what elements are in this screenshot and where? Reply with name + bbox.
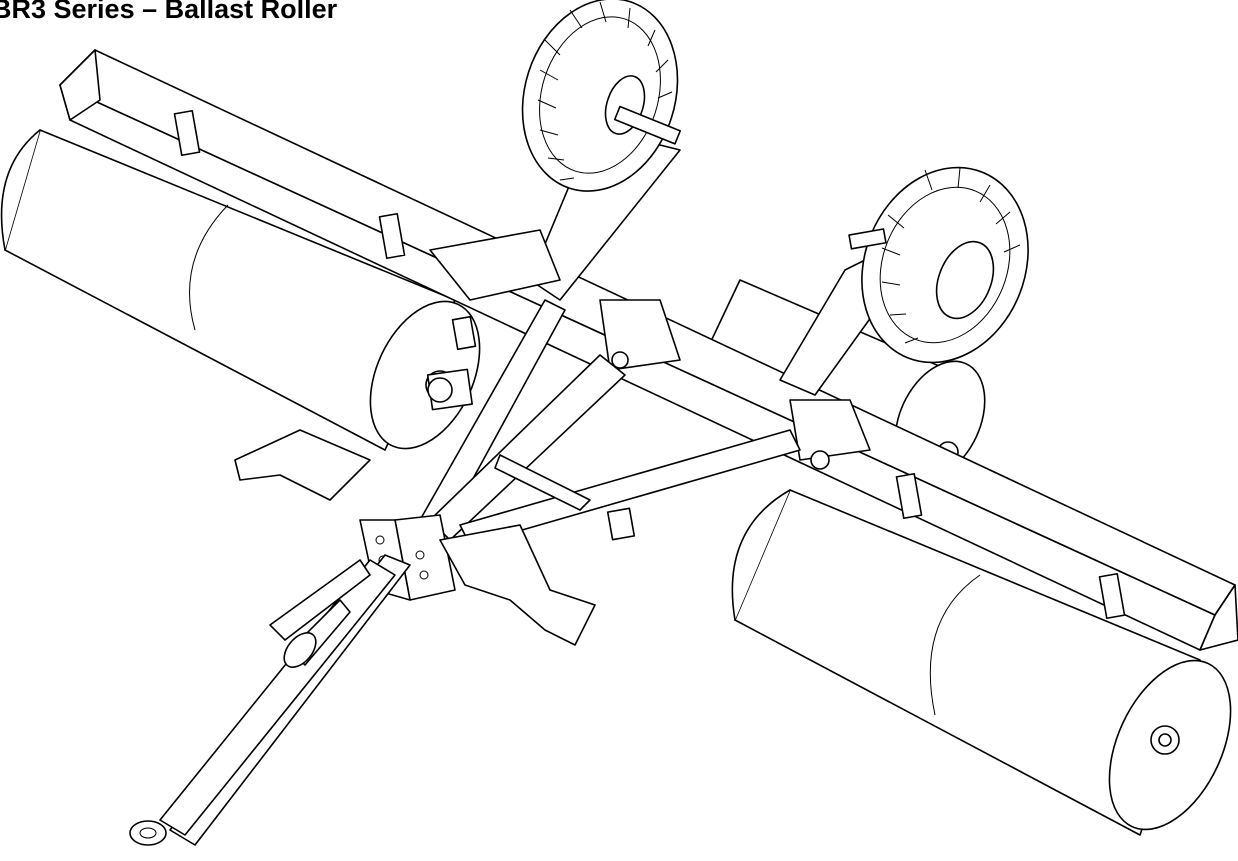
page-title: BR3 Series – Ballast Roller — [0, 0, 338, 24]
right-wheel-assembly — [780, 142, 1057, 395]
center-pivot-brackets — [428, 230, 870, 469]
a-frame-arms — [420, 300, 800, 545]
left-wheel-assembly — [498, 0, 701, 300]
tongue-drawbar — [130, 555, 410, 845]
right-roller-drum — [732, 490, 1238, 849]
